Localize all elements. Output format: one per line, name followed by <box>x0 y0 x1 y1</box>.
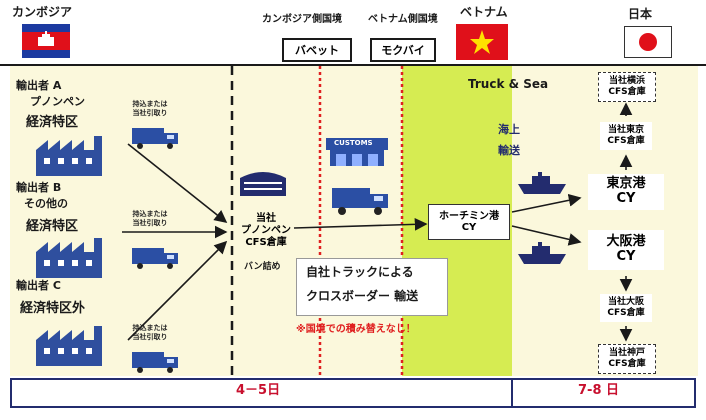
exporter-b-pickup: 持込または 当社引取り <box>132 210 168 227</box>
factory-icon <box>36 238 102 278</box>
cross-border-duration: 4－5日 <box>236 383 281 398</box>
exporter-a-pickup: 持込または 当社引取り <box>132 100 168 117</box>
tokyo-port-box: 東京港 CY <box>588 174 664 210</box>
duration-divider <box>511 378 513 408</box>
message-line-2: クロスボーダー 輸送 <box>306 289 419 303</box>
vietnam-label: ベトナム <box>460 5 508 19</box>
tokyo-cfs-box: 当社東京 CFS倉庫 <box>600 122 652 150</box>
sea-duration: 7-8 日 <box>578 383 620 398</box>
factory-icon <box>36 136 102 176</box>
japan-zone <box>512 66 698 376</box>
border-zone <box>320 66 402 376</box>
osaka-port-box: 大阪港 CY <box>588 230 664 270</box>
customs-label: CUSTOMS <box>334 139 373 147</box>
hcm-port-box: ホーチミン港 CY <box>428 204 510 240</box>
cambodia-zone <box>10 66 320 376</box>
message-line-1: 自社トラックによる <box>306 265 414 279</box>
exporter-c-name: 輸出者 C <box>16 279 61 292</box>
kobe-cfs-box: 当社神戸 CFS倉庫 <box>598 344 656 374</box>
bavet-box: バベット <box>282 38 352 62</box>
van-loading-label: バン詰め <box>244 262 281 272</box>
no-transshipment-note: ※国境での積み替えなし！ <box>296 324 416 335</box>
exporter-c-zone: 経済特区外 <box>20 301 86 316</box>
vietnam-border-label: ベトナム側国境 <box>368 14 438 25</box>
exporter-b-zone: 経済特区 <box>26 219 79 234</box>
vietnam-flag-icon <box>456 24 508 60</box>
truck-sea-label: Truck & Sea <box>468 77 549 91</box>
ship-icon <box>518 242 566 264</box>
osaka-cfs-box: 当社大阪 CFS倉庫 <box>600 294 652 322</box>
phnom-penh-cfs-box: 当社 プノンペン CFS倉庫 <box>241 213 291 248</box>
truck-icon <box>132 352 178 373</box>
exporter-a-zone: 経済特区 <box>26 115 79 130</box>
exporter-a-place: プノンペン <box>30 95 85 108</box>
sea-transport-label: 海上 輸送 <box>498 123 520 157</box>
cross-border-message-box <box>296 258 448 316</box>
japan-label: 日本 <box>628 7 653 21</box>
exporter-a-name: 輸出者 A <box>16 79 62 92</box>
truck-icon <box>332 188 388 215</box>
warehouse-icon <box>240 172 286 196</box>
customs-building-icon <box>326 138 388 166</box>
cambodia-flag-icon <box>22 24 70 58</box>
exporter-c-pickup: 持込または 当社引取り <box>132 324 168 341</box>
mocbai-box: モクバイ <box>370 38 436 62</box>
truck-icon <box>132 248 178 269</box>
yokohama-cfs-box: 当社横浜 CFS倉庫 <box>598 72 656 102</box>
cambodia-label: カンボジア <box>12 5 73 19</box>
duration-bar <box>10 378 696 408</box>
ship-icon <box>518 172 566 194</box>
top-rule <box>0 64 706 66</box>
japan-flag-icon <box>624 26 672 58</box>
exporter-b-name: 輸出者 B <box>16 181 62 194</box>
exporter-b-place: その他の <box>24 197 68 210</box>
truck-icon <box>132 128 178 149</box>
factory-icon <box>36 326 102 366</box>
cambodia-border-label: カンボジア側国境 <box>262 14 342 25</box>
